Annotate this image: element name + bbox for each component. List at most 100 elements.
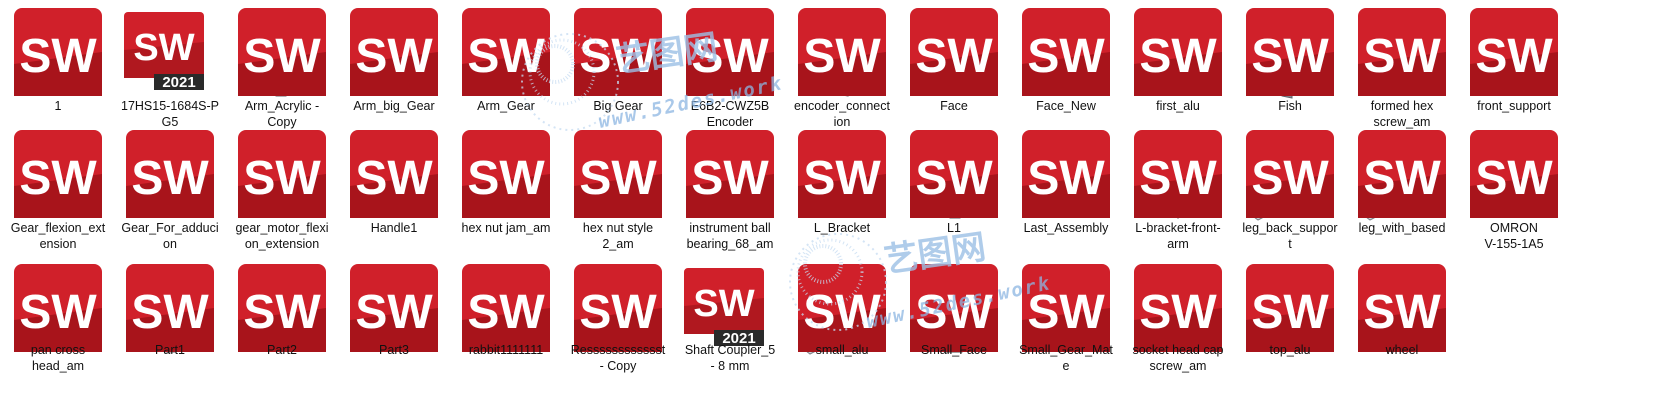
file-item[interactable]: SW Small_Face [894, 260, 1014, 376]
file-item[interactable]: SW pan cross head_am [0, 260, 118, 376]
file-name-label: 1 [54, 99, 62, 113]
file-item[interactable]: SW small_alu [782, 260, 902, 376]
file-item[interactable]: SW Face [894, 4, 1014, 132]
solidworks-2021-app-icon: SW 2021 [124, 12, 204, 91]
file-thumbnail: SW [1230, 126, 1350, 222]
solidworks-file-badge-icon: SW [1358, 130, 1446, 218]
file-thumbnail: SW [0, 126, 118, 222]
file-item[interactable]: SW Face_New [1006, 4, 1126, 132]
file-item[interactable]: SW hex nut style 2_am [558, 126, 678, 254]
file-item[interactable]: SW front_support [1454, 4, 1574, 132]
file-item[interactable]: SW wheel [1342, 260, 1462, 376]
file-thumbnail: SW [110, 260, 230, 356]
file-item[interactable]: SW first_alu [1118, 4, 1238, 132]
file-thumbnail: SW [334, 126, 454, 222]
file-item[interactable]: SW top_alu [1230, 260, 1350, 376]
svg-text:SW: SW [1475, 152, 1553, 205]
file-item[interactable]: SW Last_Assembly [1006, 126, 1126, 254]
file-name-label: socket head cap screw_am [1132, 343, 1224, 373]
file-name-label: Small_Gear_Mat e [1019, 343, 1113, 373]
file-name-label: OMRON V-155-1A5 [1484, 221, 1544, 251]
solidworks-file-badge-icon: SW [350, 130, 438, 218]
file-name-label: Arm_Acrylic - Copy [244, 99, 320, 129]
file-item[interactable]: SW 1 [0, 4, 118, 132]
file-item[interactable]: SW Gear_For_adduci on [110, 126, 230, 254]
svg-text:SW: SW [1475, 30, 1553, 83]
svg-text:SW: SW [1139, 30, 1217, 83]
file-item[interactable]: SW Handle1 [334, 126, 454, 254]
file-item[interactable]: SW E6B2-CWZ5B Encoder [670, 4, 790, 132]
svg-text:SW: SW [1363, 152, 1441, 205]
file-item[interactable]: SW Part1 [110, 260, 230, 376]
solidworks-file-badge-icon: SW [350, 8, 438, 96]
file-item[interactable]: SW Part3 [334, 260, 454, 376]
file-item[interactable]: SW hex nut jam_am [446, 126, 566, 254]
file-item[interactable]: SW 2021 Shaft Coupler_5 - 8 mm [670, 260, 790, 376]
file-item[interactable]: SW 2021 17HS15-1684S-P G5 [110, 4, 230, 132]
solidworks-file-badge-icon: SW [686, 130, 774, 218]
file-item[interactable]: SW Gear_flexion_ext ension [0, 126, 118, 254]
file-name-label: pan cross head_am [30, 343, 86, 373]
solidworks-file-badge-icon: SW [238, 264, 326, 352]
file-name-label: instrument ball bearing_68_am [686, 221, 774, 251]
file-item[interactable]: SW gear_motor_flexi on_extension [222, 126, 342, 254]
file-name-label: Big Gear [593, 99, 643, 113]
solidworks-file-badge-icon: SW [126, 130, 214, 218]
file-item[interactable]: SW OMRON V-155-1A5 [1454, 126, 1574, 254]
svg-text:SW: SW [579, 286, 657, 339]
file-item[interactable]: SW L_Bracket [782, 126, 902, 254]
svg-text:SW: SW [803, 286, 881, 339]
app-icon-text: SW [693, 283, 754, 325]
file-thumbnail: SW [1118, 126, 1238, 222]
solidworks-file-badge-icon: SW [1246, 130, 1334, 218]
svg-text:SW: SW [691, 30, 769, 83]
file-item[interactable]: SW rabbit1111111 [446, 260, 566, 376]
file-item[interactable]: SW Resssssssssssst - Copy [558, 260, 678, 376]
file-item[interactable]: SW Big Gear [558, 4, 678, 132]
file-name-label: small_alu [815, 343, 869, 357]
file-thumbnail: SW [1230, 260, 1350, 356]
file-item[interactable]: SW Arm_Gear [446, 4, 566, 132]
file-name-label: Face_New [1036, 99, 1096, 113]
file-item[interactable]: SW leg_with_based [1342, 126, 1462, 254]
file-item[interactable]: SW Part2 [222, 260, 342, 376]
solidworks-file-badge-icon: SW [574, 130, 662, 218]
file-thumbnail: SW [1454, 126, 1574, 222]
svg-text:SW: SW [1027, 152, 1105, 205]
file-thumbnail: SW [670, 126, 790, 222]
file-thumbnail: SW [1006, 4, 1126, 100]
solidworks-file-badge-icon: SW [462, 264, 550, 352]
file-item[interactable]: SW encoder_connect ion [782, 4, 902, 132]
svg-text:SW: SW [243, 30, 321, 83]
file-thumbnail: SW [0, 260, 118, 356]
solidworks-file-badge-icon: SW [1022, 130, 1110, 218]
file-name-label: Last_Assembly [1023, 221, 1109, 235]
file-item[interactable]: SW instrument ball bearing_68_am [670, 126, 790, 254]
file-name-label: Resssssssssssst - Copy [570, 343, 666, 373]
file-item[interactable]: SW L-bracket-front- arm [1118, 126, 1238, 254]
file-item[interactable]: SW leg_back_suppor t [1230, 126, 1350, 254]
svg-text:SW: SW [1139, 152, 1217, 205]
svg-text:SW: SW [355, 30, 433, 83]
solidworks-file-badge-icon: SW [798, 8, 886, 96]
file-name-label: Handle1 [370, 221, 418, 235]
svg-text:SW: SW [1027, 286, 1105, 339]
file-thumbnail: SW [110, 126, 230, 222]
solidworks-file-badge-icon: SW [238, 130, 326, 218]
file-item[interactable]: SW Small_Gear_Mat e [1006, 260, 1126, 376]
file-thumbnail: SW [222, 4, 342, 100]
solidworks-file-badge-icon: SW [14, 264, 102, 352]
solidworks-file-badge-icon: SW [910, 264, 998, 352]
file-item[interactable]: SW Arm_Acrylic - Copy [222, 4, 342, 132]
file-item[interactable]: SW formed hex screw_am [1342, 4, 1462, 132]
file-name-label: Small_Face [921, 343, 987, 357]
svg-text:SW: SW [691, 152, 769, 205]
file-thumbnail: SW [1006, 260, 1126, 356]
file-item[interactable]: SW Fish [1230, 4, 1350, 132]
file-item[interactable]: SW L1 [894, 126, 1014, 254]
file-name-label: formed hex screw_am [1370, 99, 1434, 129]
file-thumbnail: SW [558, 260, 678, 356]
solidworks-file-badge-icon: SW [350, 264, 438, 352]
file-item[interactable]: SW Arm_big_Gear [334, 4, 454, 132]
file-item[interactable]: SW socket head cap screw_am [1118, 260, 1238, 376]
